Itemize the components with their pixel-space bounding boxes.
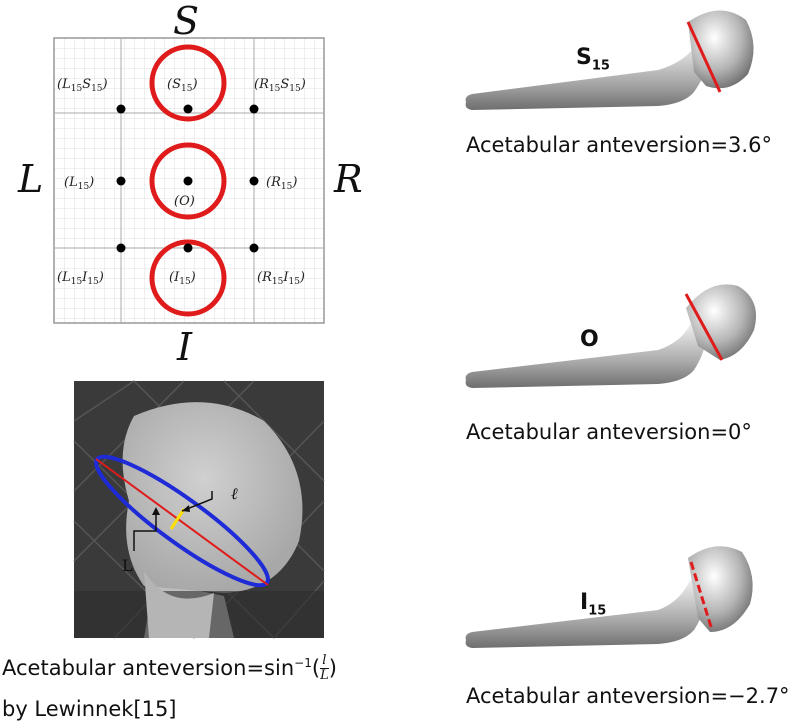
direction-inferior: I xyxy=(177,325,193,369)
large-l-label: L xyxy=(122,556,133,575)
caption-o: Acetabular anteversion=0° xyxy=(466,420,752,444)
direction-superior: S xyxy=(173,0,200,43)
position-grid-diagram: (L15S15) (S15) (R15S15) (L15) (O) (R15) … xyxy=(53,37,325,324)
implant-s15 xyxy=(465,10,754,110)
small-l-label: ℓ xyxy=(231,484,238,503)
position-circle-s15 xyxy=(149,44,227,122)
caption-s15: Acetabular anteversion=3.6° xyxy=(466,133,772,157)
position-circle-o xyxy=(149,142,227,220)
point-l15 xyxy=(116,176,126,186)
point-s15 xyxy=(183,104,193,114)
panel-label-i15: I15 xyxy=(580,590,607,619)
point-l15i15 xyxy=(116,243,126,253)
implant-o xyxy=(465,284,756,388)
label-r15s15: (R15S15) xyxy=(254,77,306,94)
point-o xyxy=(183,176,193,186)
point-r15 xyxy=(249,176,259,186)
implant-i15 xyxy=(465,546,753,648)
caption-i15: Acetabular anteversion=−2.7° xyxy=(466,684,790,708)
label-o: (O) xyxy=(174,194,195,209)
grid-dots xyxy=(116,104,259,253)
xray-image: ℓ L xyxy=(73,380,325,639)
point-r15i15 xyxy=(249,243,259,253)
major-axis-line xyxy=(95,458,269,586)
panel-label-s15: S15 xyxy=(576,45,610,74)
direction-left: L xyxy=(18,157,44,201)
point-r15s15 xyxy=(249,104,259,114)
panel-label-o: O xyxy=(580,327,599,352)
minor-axis-line xyxy=(169,508,186,530)
point-i15 xyxy=(183,243,193,253)
position-circle-i15 xyxy=(149,239,227,317)
lewinnek-reference: by Lewinnek[15] xyxy=(2,697,177,721)
cup-rim-line xyxy=(684,293,724,361)
point-l15s15 xyxy=(116,104,126,114)
direction-right: R xyxy=(334,157,363,201)
cup-rim-line xyxy=(686,21,722,93)
